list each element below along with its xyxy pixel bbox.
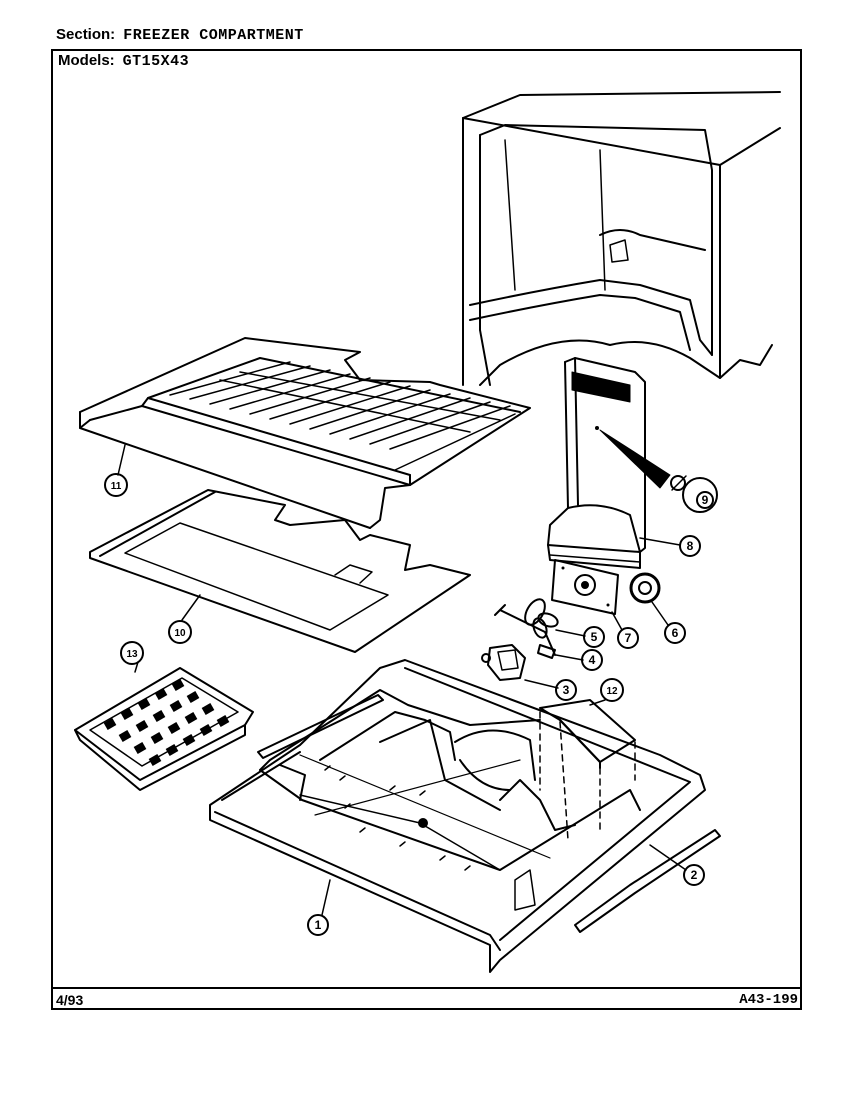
shelf-grille-illustration [79, 337, 531, 529]
footer-date: 4/93 [56, 992, 84, 1008]
svg-text:1: 1 [315, 918, 322, 932]
callout-7: 7 [617, 627, 639, 649]
callout-5: 5 [583, 626, 605, 648]
svg-text:4: 4 [589, 653, 596, 667]
svg-text:13: 13 [126, 649, 138, 660]
svg-text:10: 10 [174, 628, 186, 639]
floor-cover-illustration [89, 489, 471, 653]
ice-tray-illustration [74, 667, 254, 791]
callout-10: 10 [168, 620, 192, 644]
models-header: Models: GT15X43 [58, 52, 189, 70]
section-value: FREEZER COMPARTMENT [123, 27, 304, 44]
callout-6: 6 [664, 622, 686, 644]
air-duct-illustration [547, 357, 646, 569]
svg-text:7: 7 [625, 631, 632, 645]
svg-text:9: 9 [702, 493, 709, 507]
freezer-pan-illustration [209, 659, 721, 973]
footer-code: A43-199 [739, 992, 798, 1008]
callout-labels: 1 2 3 4 5 6 7 8 9 10 11 12 13 [104, 473, 718, 936]
models-label: Models: [58, 52, 115, 69]
models-value: GT15X43 [122, 53, 190, 70]
callout-3: 3 [555, 679, 577, 701]
callout-1: 1 [307, 914, 329, 936]
section-header: Section: FREEZER COMPARTMENT [56, 26, 304, 44]
fan-blade-illustration [494, 598, 559, 656]
svg-text:6: 6 [672, 626, 679, 640]
callout-11: 11 [104, 473, 128, 497]
footer-rule [51, 987, 802, 989]
fan-motor-illustration [481, 644, 526, 681]
callout-13: 13 [120, 641, 144, 665]
callout-2: 2 [683, 864, 705, 886]
callout-9: 9 [682, 477, 718, 513]
screw-illustration [599, 429, 687, 491]
cabinet-illustration [462, 91, 781, 386]
svg-text:12: 12 [606, 686, 618, 697]
svg-text:5: 5 [591, 630, 598, 644]
callout-8: 8 [679, 535, 701, 557]
leader-lines [117, 444, 687, 916]
svg-text:3: 3 [563, 683, 570, 697]
callout-12: 12 [600, 678, 624, 702]
svg-text:8: 8 [687, 539, 694, 553]
callout-4: 4 [581, 649, 603, 671]
fan-mount-plate-illustration [551, 559, 619, 615]
svg-text:2: 2 [691, 868, 698, 882]
clip-illustration [537, 644, 556, 659]
section-label: Section: [56, 26, 116, 43]
svg-text:11: 11 [111, 481, 122, 492]
diagram-frame [51, 49, 802, 1010]
duct-cover-illustration [539, 699, 636, 841]
grommet-illustration [629, 572, 661, 604]
